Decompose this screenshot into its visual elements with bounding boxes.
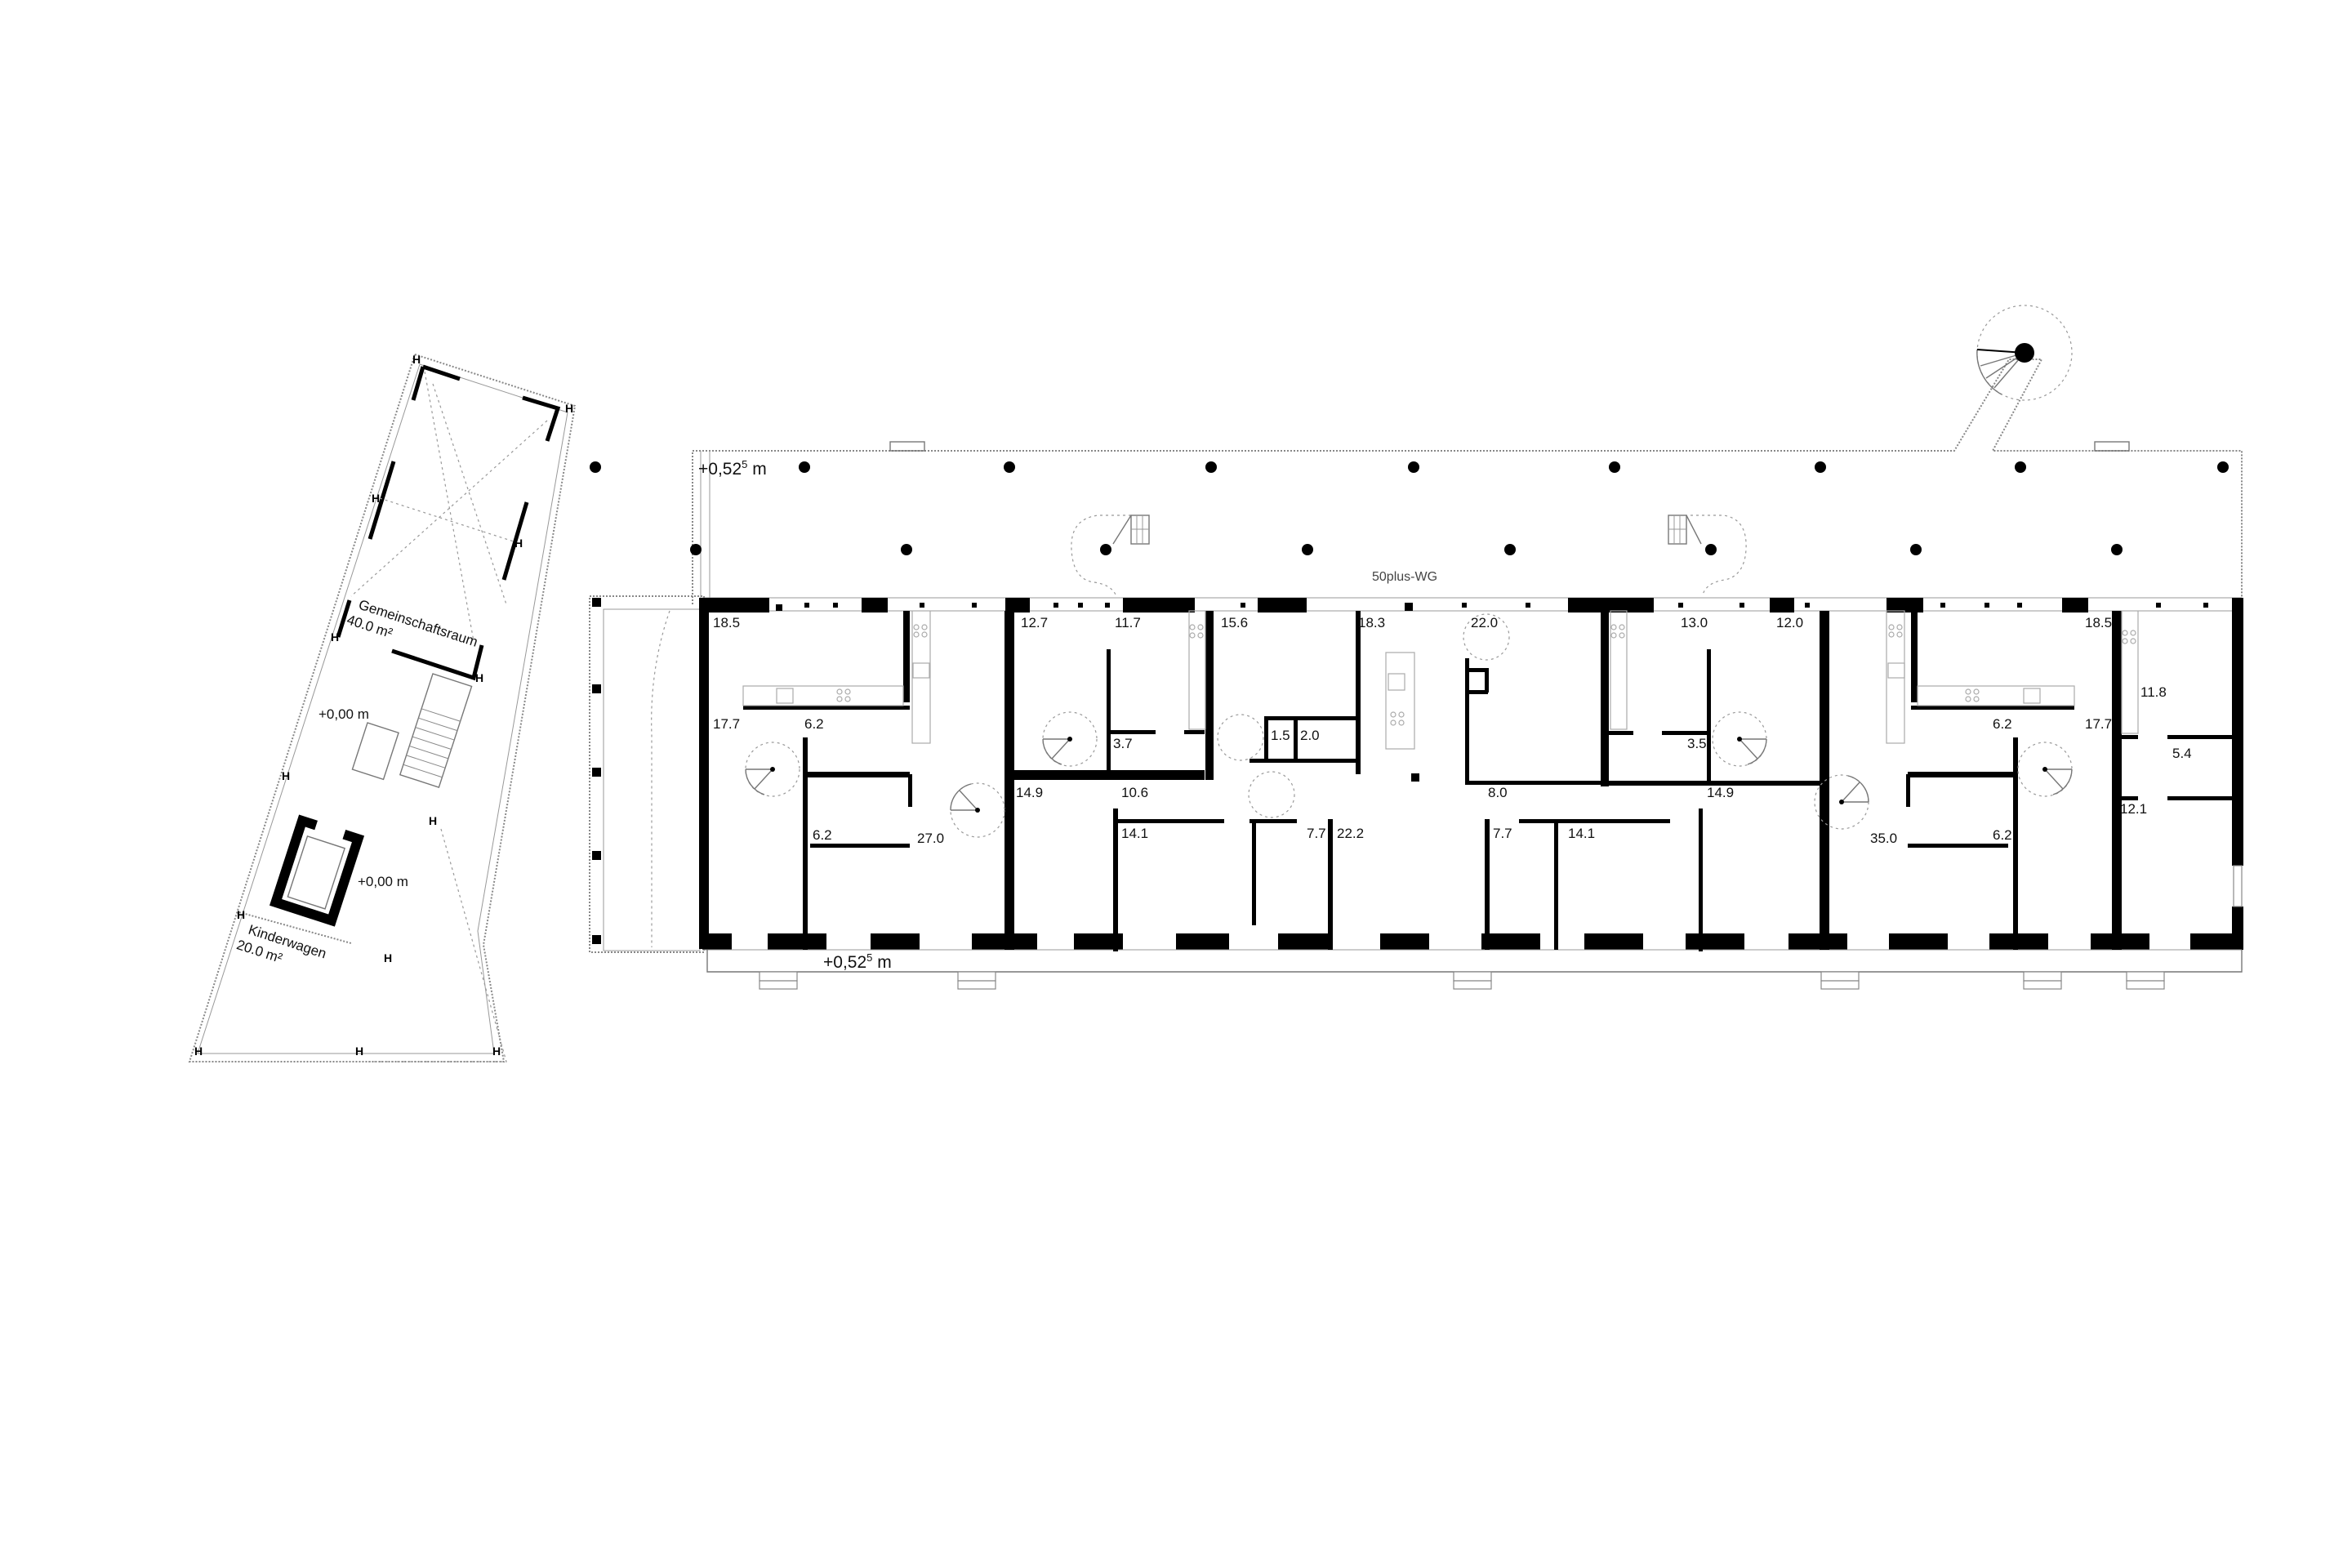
terrace-stair-right	[1668, 514, 1747, 595]
level-annex-lift: +0,00 m	[358, 874, 408, 889]
room-area: 17.7	[2085, 716, 2112, 732]
annex-stair	[351, 673, 473, 788]
roof-structure-lines	[350, 371, 548, 642]
external-spiral-stair	[1976, 305, 2073, 401]
south-facade	[702, 933, 2243, 951]
room-area: 1.5	[1271, 728, 1290, 743]
room-area: 22.0	[1471, 615, 1498, 630]
svg-text:H: H	[194, 1045, 203, 1058]
room-area: 17.7	[713, 716, 740, 732]
svg-text:H: H	[429, 814, 437, 827]
interior-walls	[699, 598, 2233, 951]
north-facade	[702, 597, 2243, 612]
room-area: 11.8	[2140, 684, 2167, 700]
room-area: 12.0	[1776, 615, 1803, 630]
room-area: 35.0	[1870, 831, 1897, 846]
room-area: 2.0	[1300, 728, 1320, 743]
room-area: 14.9	[1016, 785, 1043, 800]
terrace-columns	[590, 461, 2229, 555]
room-labels: 18.5 17.7 6.2 6.2 27.0 12.7 11.7 3.7 14.…	[713, 615, 2192, 846]
room-area: 6.2	[804, 716, 824, 732]
room-area: 3.5	[1687, 736, 1707, 751]
steel-column-markers: H H H H H H H H H H H H H	[194, 353, 573, 1058]
room-area: 15.6	[1221, 615, 1248, 630]
svg-text:H: H	[475, 671, 483, 684]
room-area: 14.1	[1121, 826, 1148, 841]
room-area: 7.7	[1493, 826, 1512, 841]
room-area: 6.2	[1993, 716, 2012, 732]
room-area: 14.1	[1568, 826, 1595, 841]
svg-text:H: H	[412, 353, 421, 366]
level-terrace-north: +0,525 m	[698, 458, 767, 479]
annex-label-stroller: Kinderwagen 20.0 m²	[234, 922, 328, 966]
svg-text:H: H	[331, 630, 339, 644]
svg-text:H: H	[282, 769, 290, 782]
room-area: 12.7	[1021, 615, 1048, 630]
room-area: 6.2	[1993, 827, 2012, 843]
room-area: 10.6	[1121, 785, 1148, 800]
room-area: 18.5	[713, 615, 740, 630]
svg-text:H: H	[565, 402, 573, 415]
annex-outline	[188, 353, 577, 1062]
svg-text:H: H	[384, 951, 392, 964]
room-area: 18.5	[2085, 615, 2112, 630]
room-area: 7.7	[1307, 826, 1326, 841]
svg-text:H: H	[372, 492, 380, 505]
room-area: 18.3	[1358, 615, 1385, 630]
room-area: 12.1	[2120, 801, 2147, 817]
room-area: 22.2	[1337, 826, 1364, 841]
turning-circles	[1217, 613, 1510, 818]
svg-text:H: H	[492, 1045, 501, 1058]
room-area: 14.9	[1707, 785, 1734, 800]
room-area: 6.2	[813, 827, 832, 843]
west-arcade	[589, 595, 705, 953]
level-annex-stair: +0,00 m	[318, 706, 369, 722]
room-area: 13.0	[1681, 615, 1708, 630]
building-label: 50plus-WG	[1372, 570, 1437, 584]
room-area: 3.7	[1113, 736, 1133, 751]
room-area: 5.4	[2172, 746, 2192, 761]
room-area: 11.7	[1115, 615, 1141, 630]
annex-canopy-lines	[368, 828, 507, 1062]
community-room-walls	[336, 364, 561, 681]
room-area: 27.0	[917, 831, 944, 846]
south-terrace: +0,525 m	[706, 950, 2243, 990]
internal-spiral-stairs	[745, 711, 2073, 838]
north-terrace: +0,525 m 50plus-WG	[590, 305, 2243, 604]
svg-text:H: H	[514, 537, 523, 550]
kitchen-fixtures	[742, 610, 2139, 750]
annex-lift-shaft	[269, 814, 365, 927]
terrace-stair-left	[1071, 514, 1150, 595]
svg-text:H: H	[237, 908, 245, 921]
level-terrace-south: +0,525 m	[823, 951, 892, 972]
svg-text:H: H	[355, 1045, 363, 1058]
room-area: 8.0	[1488, 785, 1508, 800]
main-building: +0,525 m	[699, 597, 2243, 990]
